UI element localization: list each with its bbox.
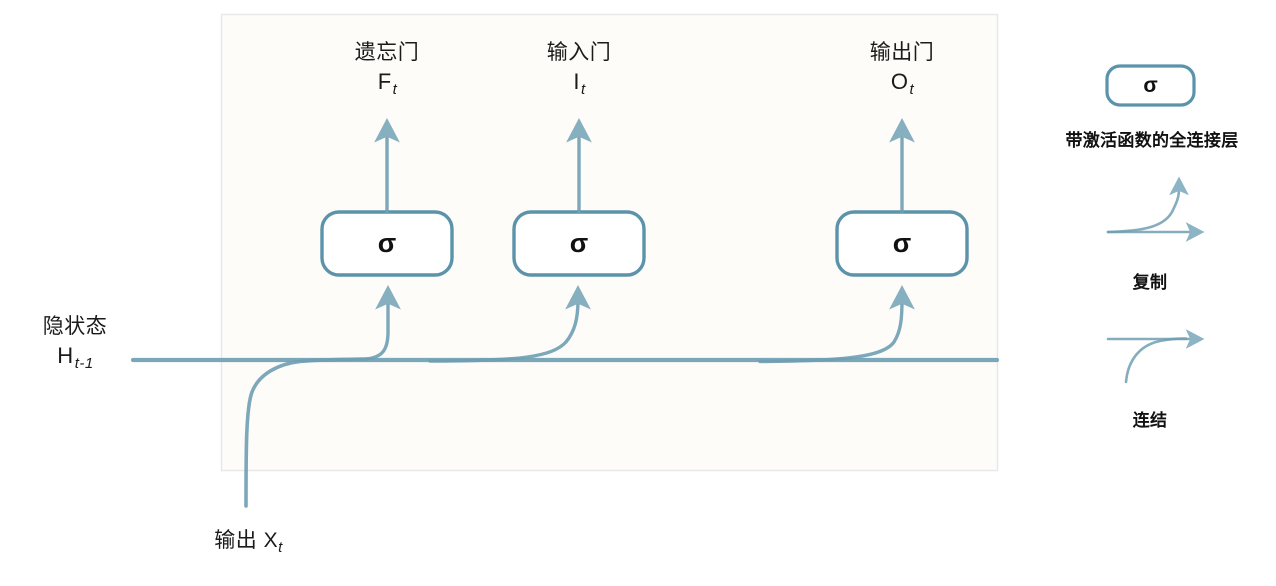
legend-concat-branch — [1124, 337, 1188, 384]
legend-fc-layer-box — [1105, 64, 1196, 107]
forget-gate-sigma-glyph: σ — [377, 228, 397, 258]
input-xt-line — [244, 357, 368, 508]
forget-gate-symbol-base: F — [377, 68, 392, 94]
forget-gate-label: 遗忘门 Ft — [337, 40, 437, 98]
input-gate-title: 输入门 — [546, 41, 612, 64]
forget-gate-symbol-subscript: t — [392, 80, 398, 98]
forget-gate-symbol: Ft — [337, 68, 437, 98]
hidden-state-symbol: Ht-1 — [20, 342, 130, 372]
legend-fc-layer-caption: 带激活函数的全连接层 — [1065, 131, 1239, 150]
output-gate-sigma-glyph: σ — [892, 228, 912, 258]
output-gate-title: 输出门 — [869, 41, 935, 64]
legend-concat-caption: 连结 — [1132, 411, 1168, 430]
hidden-state-title: 隐状态 — [42, 315, 108, 338]
input-xt-title: 输出 — [214, 529, 258, 552]
hidden-state-symbol-base: H — [57, 342, 74, 368]
input-gate-symbol-subscript: t — [580, 80, 586, 98]
input-gate-sigma-glyph: σ — [569, 228, 589, 258]
input-gate-sigma-box — [512, 210, 646, 277]
output-gate-sigma-box — [835, 210, 969, 277]
legend-fc-layer-glyph: σ — [1143, 73, 1158, 97]
input-xt-label: 输出 Xt — [186, 528, 311, 556]
branch-to-input-gate — [428, 285, 591, 363]
branch-to-forget-gate — [364, 285, 401, 361]
input-gate-symbol: It — [529, 68, 629, 98]
legend-copy-caption: 复制 — [1132, 273, 1168, 292]
input-gate-label: 输入门 It — [529, 40, 629, 98]
output-gate-label: 输出门 Ot — [852, 40, 952, 98]
forget-gate-sigma-box — [320, 210, 454, 277]
hidden-state-symbol-subscript: t-1 — [74, 354, 94, 372]
input-xt-symbol-subscript: t — [278, 539, 283, 556]
legend-copy-branch — [1106, 176, 1189, 234]
output-gate-symbol: Ot — [852, 68, 952, 98]
branch-to-output-gate — [758, 285, 915, 364]
output-gate-symbol-base: O — [890, 68, 909, 94]
input-xt-symbol-base: X — [263, 529, 279, 552]
forget-gate-title: 遗忘门 — [354, 41, 420, 64]
input-xt-text: 输出 Xt — [186, 528, 311, 556]
input-gate-symbol-base: I — [573, 68, 580, 94]
hidden-state-label: 隐状态 Ht-1 — [20, 314, 130, 372]
output-gate-symbol-subscript: t — [909, 80, 915, 98]
